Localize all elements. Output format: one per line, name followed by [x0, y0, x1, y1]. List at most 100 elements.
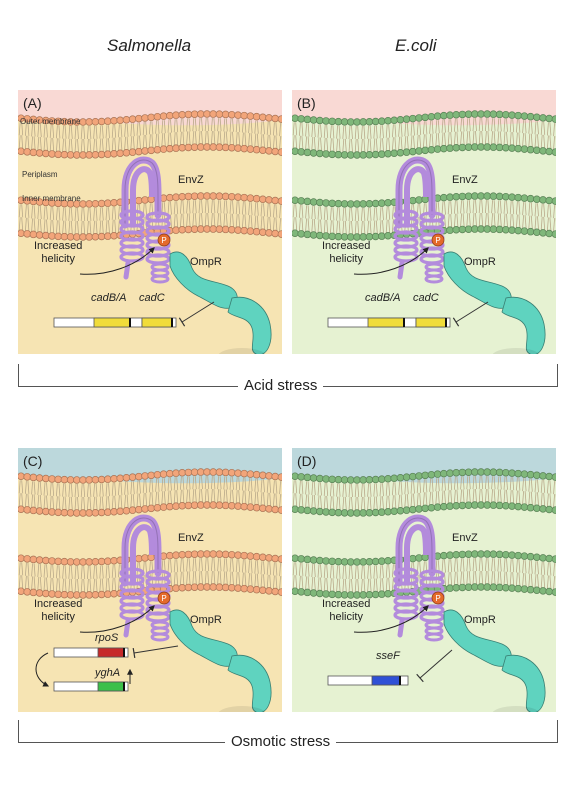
lipid-head — [29, 473, 38, 482]
lipid-head — [91, 476, 100, 484]
lipid-head — [458, 225, 467, 234]
lipid-head — [104, 508, 112, 516]
lipid-head — [508, 193, 516, 201]
lipid-head — [85, 233, 93, 241]
lipid-head — [359, 558, 367, 566]
lipid-head — [197, 225, 205, 233]
lipid-head — [48, 232, 56, 240]
lipid-head — [259, 146, 267, 155]
lipid-head — [533, 553, 541, 562]
lipid-head — [551, 555, 556, 563]
lipid-head — [292, 587, 299, 595]
lipid-head — [539, 147, 547, 155]
panel-letter: (B) — [297, 95, 316, 111]
lipid-bilayer — [292, 550, 556, 599]
lipid-head — [240, 551, 248, 560]
lipid-head — [508, 551, 516, 559]
lipid-head — [384, 590, 392, 598]
lipid-head — [316, 474, 324, 483]
lipid-head — [159, 145, 168, 153]
helix-turn — [150, 632, 170, 642]
lipid-head — [97, 508, 106, 517]
lipid-head — [390, 507, 398, 516]
lipid-head — [483, 501, 491, 509]
lipid-head — [228, 550, 236, 559]
lipid-head — [178, 193, 186, 201]
lipid-head — [104, 590, 112, 598]
repression-line — [419, 649, 453, 679]
lipid-head — [471, 143, 479, 151]
lipid-head — [545, 114, 553, 123]
lipid-head — [526, 470, 535, 479]
lipid-head — [427, 112, 436, 121]
lipid-head — [390, 474, 398, 483]
ompr-label: OmpR — [464, 614, 496, 626]
lipid-head — [316, 231, 324, 240]
lipid-head — [545, 196, 553, 205]
lipid-head — [378, 590, 386, 598]
lipid-head — [153, 503, 162, 512]
lipid-head — [42, 474, 50, 483]
repression-bar — [132, 647, 136, 659]
lipid-head — [116, 116, 124, 125]
lipid-head — [215, 550, 224, 558]
lipid-head — [141, 147, 149, 155]
lipid-head — [246, 194, 255, 202]
lipid-head — [116, 474, 124, 483]
lipid-head — [48, 475, 56, 483]
lipid-head — [471, 192, 479, 200]
lipid-bilayer — [292, 468, 556, 517]
lipid-head — [353, 151, 361, 159]
lipid-head — [495, 468, 504, 477]
lipid-head — [526, 145, 535, 154]
lipid-head — [440, 551, 448, 560]
gene-label-cadc: cadC — [413, 292, 439, 304]
lipid-head — [520, 194, 529, 202]
lipid-head — [402, 473, 411, 481]
lipid-head — [322, 590, 330, 598]
lipid-head — [172, 469, 180, 477]
helicity-arrow — [353, 247, 429, 275]
helicity-label: Increased helicity — [322, 240, 371, 265]
lipid-head — [309, 474, 318, 482]
lipid-head — [526, 585, 535, 594]
lipid-head — [110, 232, 118, 240]
lipid-head — [328, 590, 336, 599]
lipid-head — [271, 114, 279, 123]
lipid-head — [334, 590, 343, 599]
lipid-head — [353, 200, 361, 208]
lipid-head — [526, 227, 535, 236]
lipid-head — [42, 231, 50, 240]
lipid-head — [384, 232, 392, 240]
lipid-head — [421, 113, 429, 122]
lipid-head — [464, 501, 473, 509]
lipid-head — [197, 110, 205, 118]
lipid-head — [166, 111, 174, 120]
lipid-head — [371, 557, 380, 566]
lipid-head — [495, 225, 504, 234]
lipid-head — [514, 144, 522, 153]
lipid-head — [409, 472, 417, 481]
lipid-head — [365, 509, 374, 517]
lipid-head — [421, 471, 429, 480]
lipid-head — [265, 472, 273, 480]
lipid-head — [489, 583, 498, 591]
lipid-head — [446, 226, 454, 234]
lipid-head — [228, 110, 236, 119]
lipid-head — [297, 148, 305, 156]
lipid-head — [277, 230, 282, 238]
lipid-head — [303, 148, 312, 157]
lipid-head — [378, 475, 386, 483]
lipid-head — [184, 501, 193, 510]
lipid-head — [215, 468, 224, 476]
lipid-head — [110, 508, 118, 516]
lipid-head — [91, 591, 100, 599]
lipid-head — [464, 583, 473, 591]
lipid-head — [246, 112, 255, 120]
lipid-head — [178, 144, 186, 152]
lipid-head — [378, 508, 386, 516]
lipid-head — [85, 558, 93, 566]
lipid-head — [203, 225, 211, 233]
lipid-head — [54, 475, 62, 484]
lipid-head — [502, 192, 510, 201]
